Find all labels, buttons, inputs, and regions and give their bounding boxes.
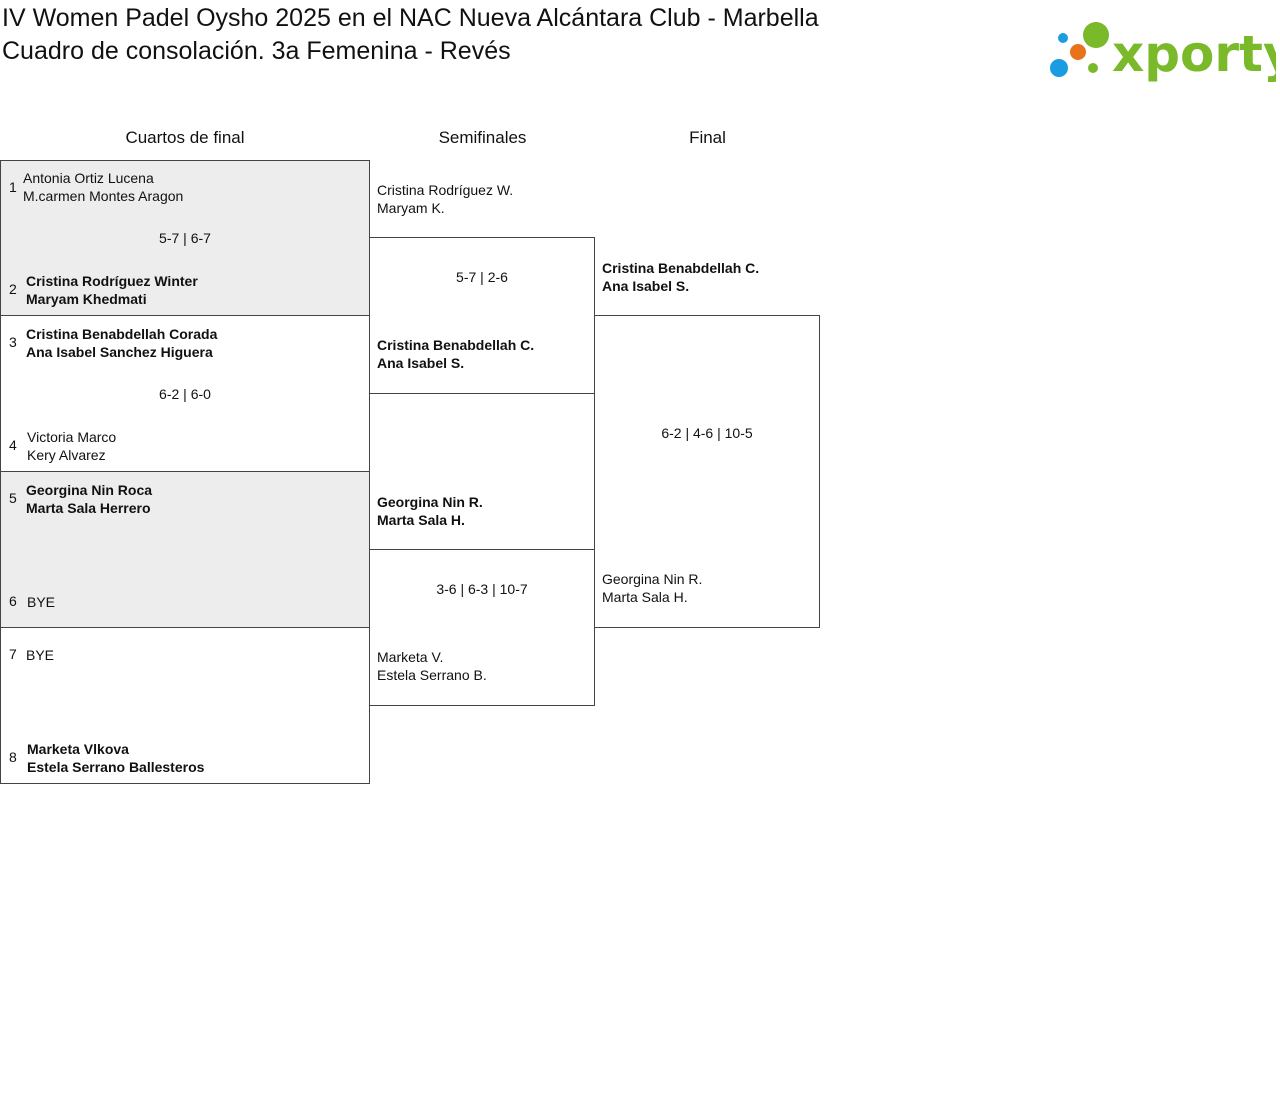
semifinal-2-team-a: Georgina Nin R. Marta Sala H. [377, 493, 483, 529]
final-team-b: Georgina Nin R. Marta Sala H. [602, 570, 702, 606]
semifinal-2-team-b: Marketa V. Estela Serrano B. [377, 648, 487, 684]
round-header-final: Final [689, 128, 726, 147]
semifinal-match-1: 5-7 | 2-6 Cristina Benabdellah C. Ana Is… [369, 237, 595, 394]
match-score: 6-2 | 4-6 | 10-5 [661, 425, 753, 441]
player-name: Cristina Benabdellah C. [377, 337, 535, 353]
seed-number: 4 [9, 437, 17, 453]
logo-small-blue-dot [1058, 33, 1068, 43]
player-name: Georgina Nin R. [602, 571, 703, 587]
player-name: Antonia Ortiz Lucena [23, 170, 154, 186]
round-header-semifinals: Semifinales [438, 128, 527, 147]
player-name: Georgina Nin R. [377, 494, 483, 510]
xporty-logo: xporty [1050, 22, 1276, 83]
seed-number: 5 [9, 490, 17, 506]
logo-green-dot [1083, 22, 1109, 48]
player-name: Ana Isabel S. [602, 278, 690, 294]
player-name: M.carmen Montes Aragon [23, 188, 184, 204]
seed-number: 1 [9, 179, 17, 195]
bye-label: BYE [26, 647, 55, 663]
player-name: Marta Sala H. [602, 589, 688, 605]
logo-wordmark: xporty [1112, 25, 1276, 83]
final-team-a: Cristina Benabdellah C. Ana Isabel S. [602, 259, 759, 295]
round-header-quarterfinals: Cuartos de final [125, 128, 245, 147]
page-title: IV Women Padel Oysho 2025 en el NAC Nuev… [2, 2, 862, 68]
team-5-names: Georgina Nin Roca Marta Sala Herrero [26, 481, 152, 517]
logo-small-green-dot [1088, 63, 1098, 73]
logo-blue-dot [1050, 59, 1068, 77]
team-2-names: Cristina Rodríguez Winter Maryam Khedmat… [26, 272, 198, 308]
player-name: Maryam Khedmati [26, 291, 147, 307]
seed-number: 6 [9, 593, 17, 609]
player-name: Marta Sala Herrero [26, 500, 151, 516]
player-name: Marketa Vlkova [27, 741, 129, 757]
semifinal-1-team-a: Cristina Rodríguez W. Maryam K. [377, 181, 513, 217]
semifinal-1-team-b: Cristina Benabdellah C. Ana Isabel S. [377, 336, 534, 372]
player-name: Estela Serrano Ballesteros [27, 759, 205, 775]
team-6-names: BYE [27, 593, 55, 611]
final-match: 6-2 | 4-6 | 10-5 Georgina Nin R. Marta S… [594, 315, 820, 628]
player-name: Cristina Rodríguez Winter [26, 273, 198, 289]
team-3-names: Cristina Benabdellah Corada Ana Isabel S… [26, 325, 217, 361]
quarterfinal-match-3: 5 Georgina Nin Roca Marta Sala Herrero 6… [0, 471, 370, 628]
title-line-1: IV Women Padel Oysho 2025 en el NAC Nuev… [2, 4, 819, 32]
match-score: 5-7 | 6-7 [159, 230, 211, 246]
team-7-names: BYE [26, 646, 54, 664]
quarterfinal-match-1: 1 Antonia Ortiz Lucena M.carmen Montes A… [0, 160, 370, 316]
team-4-names: Victoria Marco Kery Alvarez [27, 428, 116, 464]
seed-number: 2 [9, 281, 17, 297]
semifinal-match-2: 3-6 | 6-3 | 10-7 Marketa V. Estela Serra… [369, 549, 595, 706]
player-name: Cristina Rodríguez W. [377, 182, 514, 198]
seed-number: 8 [9, 749, 17, 765]
player-name: Marketa V. [377, 649, 444, 665]
quarterfinal-match-2: 3 Cristina Benabdellah Corada Ana Isabel… [0, 315, 370, 472]
player-name: Victoria Marco [27, 429, 117, 445]
seed-number: 3 [9, 334, 17, 350]
match-score: 3-6 | 6-3 | 10-7 [436, 581, 528, 597]
player-name: Ana Isabel Sanchez Higuera [26, 344, 213, 360]
player-name: Estela Serrano B. [377, 667, 487, 683]
player-name: Kery Alvarez [27, 447, 106, 463]
match-score: 5-7 | 2-6 [456, 269, 508, 285]
seed-number: 7 [9, 646, 17, 662]
player-name: Georgina Nin Roca [26, 482, 153, 498]
player-name: Cristina Benabdellah Corada [26, 326, 218, 342]
player-name: Maryam K. [377, 200, 445, 216]
team-8-names: Marketa Vlkova Estela Serrano Ballestero… [27, 740, 204, 776]
quarterfinal-match-4: 7 BYE 8 Marketa Vlkova Estela Serrano Ba… [0, 627, 370, 784]
team-1-names: Antonia Ortiz Lucena M.carmen Montes Ara… [23, 169, 183, 205]
title-line-2: Cuadro de consolación. 3a Femenina - Rev… [2, 37, 511, 65]
logo-orange-dot [1070, 44, 1086, 60]
player-name: Cristina Benabdellah C. [602, 260, 760, 276]
bye-label: BYE [27, 594, 56, 610]
match-score: 6-2 | 6-0 [159, 386, 211, 402]
player-name: Marta Sala H. [377, 512, 465, 528]
player-name: Ana Isabel S. [377, 355, 465, 371]
